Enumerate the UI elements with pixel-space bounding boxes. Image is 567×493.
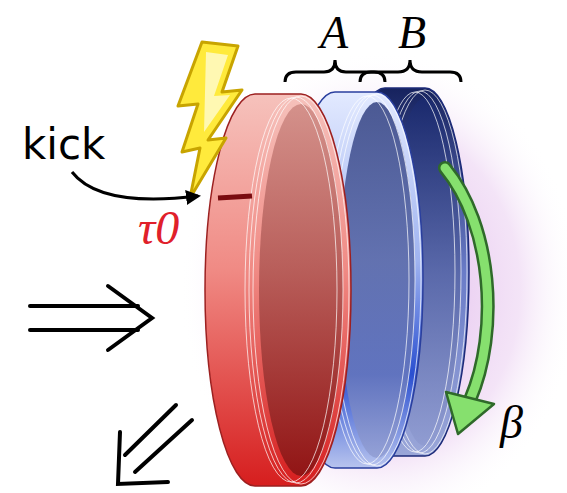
ring-label: A — [320, 8, 348, 59]
angle-label: β — [500, 398, 523, 449]
kick-label: kick — [22, 122, 105, 168]
ring-label: B — [398, 8, 426, 59]
time-label: τ0 — [138, 202, 179, 255]
